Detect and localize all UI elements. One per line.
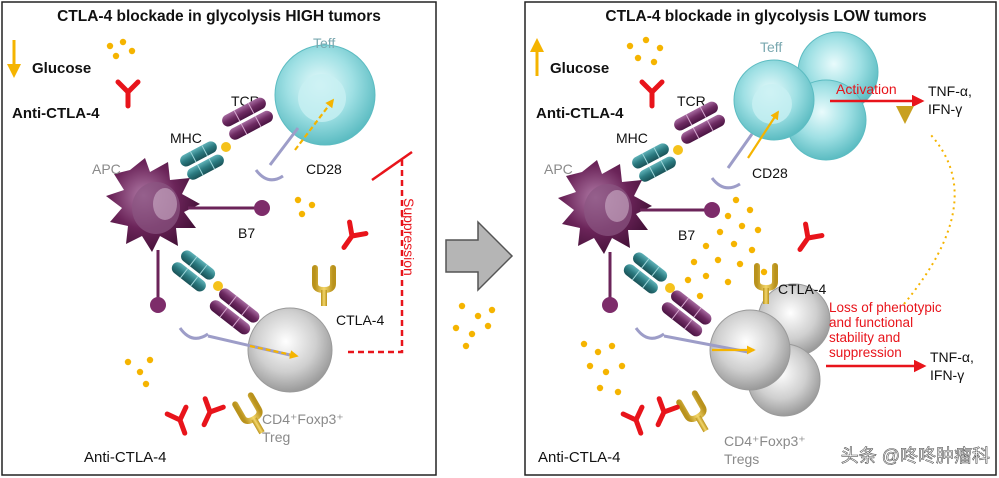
- right-peptide-bottom: [665, 283, 675, 293]
- right-b7-ligand: [704, 202, 720, 218]
- left-ctla4-label: CTLA-4: [336, 312, 384, 328]
- right-glucose-dots-mid: [684, 196, 768, 300]
- left-glucose-dots-low: [124, 356, 154, 388]
- right-cd28-receptor: [710, 177, 741, 190]
- left-treg-line1: CD4⁺Foxp3⁺: [262, 411, 344, 427]
- glucose-up-arrow-head: [530, 38, 544, 52]
- glucose-down-arrow-head: [7, 64, 21, 78]
- left-glucose-dots: [106, 38, 136, 60]
- left-b7-label: B7: [238, 225, 255, 241]
- left-suppression-dashed: [348, 160, 404, 354]
- left-cd28-label: CD28: [306, 161, 342, 177]
- right-apc-label: APC: [544, 161, 573, 177]
- right-tnf-bottom-2: IFN-γ: [930, 367, 964, 383]
- left-teff-glucose-arrow: [294, 98, 335, 151]
- right-cd28-stalk: [726, 133, 754, 169]
- left-anti-ctla4-bottom: Anti-CTLA-4: [84, 449, 167, 466]
- right-treg-line2: Tregs: [724, 451, 759, 467]
- right-glucose-dots-top: [626, 36, 664, 66]
- right-activation-label: Activation: [836, 81, 897, 97]
- right-teff-label: Teff: [760, 39, 782, 55]
- right-peptide-top: [673, 145, 683, 155]
- watermark: 头条 @咚咚肿瘤科: [841, 446, 990, 466]
- left-peptide-bottom: [213, 281, 223, 291]
- right-loss-line2: and functional: [829, 315, 913, 330]
- left-teff-label: Teff: [313, 35, 335, 51]
- left-treg-cell: [247, 307, 333, 393]
- right-tnf-top-1: TNF-α,: [928, 83, 972, 99]
- right-treg-line1: CD4⁺Foxp3⁺: [724, 433, 806, 449]
- right-dotted-feedback: [903, 133, 956, 305]
- right-tnf-top-2: IFN-γ: [928, 101, 962, 117]
- right-loss-line4: suppression: [829, 345, 902, 360]
- right-apc-cell: [558, 160, 652, 254]
- left-glucose-dots-mid: [294, 196, 316, 218]
- right-cd28-label: CD28: [752, 165, 788, 181]
- right-teff-nucleus: [752, 84, 792, 124]
- right-tcr-label: TCR: [677, 93, 706, 109]
- right-loss-line1: Loss of phenotypic: [829, 300, 942, 315]
- left-b7-ligand: [254, 200, 270, 216]
- right-glucose-dots-low: [580, 340, 626, 396]
- left-teff-nucleus: [298, 74, 346, 122]
- right-treg-cd28-receptor: [634, 327, 665, 340]
- right-b7-label: B7: [678, 227, 695, 243]
- right-ctla4-label: CTLA-4: [778, 281, 826, 297]
- right-anti-ctla4-bottom: Anti-CTLA-4: [538, 449, 621, 466]
- right-tnf-bottom-1: TNF-α,: [930, 349, 974, 365]
- left-apc-label: APC: [92, 161, 121, 177]
- right-anti-ctla4-top: Anti-CTLA-4: [536, 105, 624, 122]
- right-glucose-label: Glucose: [550, 60, 609, 77]
- right-mhc-label: MHC: [616, 130, 648, 146]
- right-dotted-feedback-head: [896, 106, 914, 124]
- left-treg-glucose-arrow: [249, 344, 299, 359]
- left-apc-cell: [106, 158, 200, 252]
- left-suppression-label: Suppression: [401, 198, 417, 276]
- right-panel: CTLA-4 blockade in glycolysis LOW tumors…: [524, 1, 997, 476]
- left-treg-cd28-receptor: [178, 327, 209, 340]
- left-title: CTLA-4 blockade in glycolysis HIGH tumor…: [57, 8, 381, 25]
- left-glucose-label: Glucose: [32, 60, 91, 77]
- right-loss-line3: stability and: [829, 330, 900, 345]
- middle-big-arrow: [445, 220, 514, 292]
- left-mhc-label: MHC: [170, 130, 202, 146]
- left-panel: CTLA-4 blockade in glycolysis HIGH tumor…: [1, 1, 437, 476]
- right-teff-glucose-arrow: [747, 110, 779, 159]
- left-suppression-bar: [371, 150, 413, 182]
- left-treg-line2: Treg: [262, 429, 290, 445]
- middle-glucose-dots: [452, 302, 496, 350]
- right-title: CTLA-4 blockade in glycolysis LOW tumors: [605, 8, 926, 25]
- left-b7-lower-ligand: [150, 297, 166, 313]
- left-cd28-receptor: [254, 169, 284, 182]
- left-anti-ctla4-top: Anti-CTLA-4: [12, 105, 100, 122]
- left-cd28-stalk: [268, 127, 300, 166]
- left-peptide-top: [221, 142, 231, 152]
- middle-section: [445, 220, 514, 350]
- right-b7-lower-ligand: [602, 297, 618, 313]
